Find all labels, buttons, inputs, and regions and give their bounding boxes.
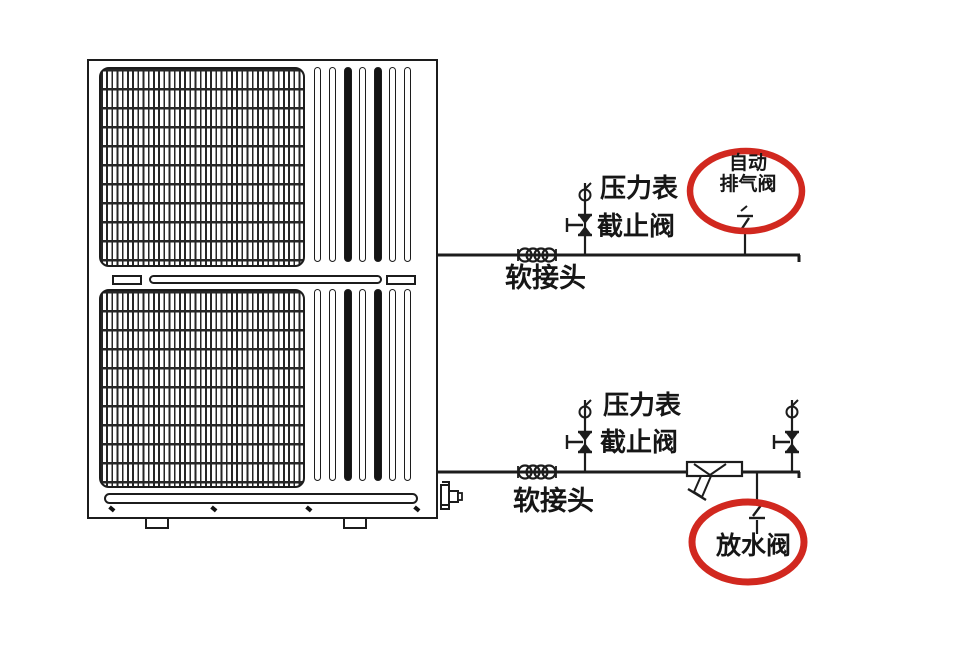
- highlight-circle-drain-valve: [688, 498, 808, 586]
- bottom-flex-joint-label: 软接头: [513, 486, 594, 517]
- highlight-circle-auto-vent: [686, 147, 806, 235]
- auto-vent-valve-label-line1: 自动: [728, 152, 767, 174]
- vent-slot: [374, 289, 382, 481]
- mid-clip-left: [112, 275, 142, 285]
- base-rail: [104, 493, 418, 504]
- vent-slot: [329, 289, 336, 481]
- vent-slot: [314, 289, 321, 481]
- vent-slot: [374, 67, 382, 262]
- bottom-stop-valve-label: 截止阀: [600, 428, 679, 458]
- pressure-gauge-stop-valve-icon: [565, 181, 594, 257]
- mid-handle-bar: [149, 275, 382, 284]
- grille-panel-bottom: [99, 289, 305, 488]
- vent-slot: [389, 289, 396, 481]
- drain-valve-label: 放水阀: [716, 531, 792, 560]
- bottom-pressure-gauge-label: 压力表: [603, 391, 682, 421]
- top-pipe: [437, 253, 801, 262]
- vent-slot: [329, 67, 336, 262]
- vent-slot: [344, 289, 352, 481]
- outdoor-unit-cabinet: [87, 59, 438, 519]
- top-pressure-gauge-label: 压力表: [600, 174, 679, 204]
- auto-vent-valve-label-line2: 排气阀: [719, 173, 777, 195]
- unit-foot-right: [343, 517, 367, 529]
- auto-vent-valve-label: 自动 排气阀: [696, 153, 800, 195]
- vent-slot: [314, 67, 321, 262]
- vent-slot: [404, 289, 411, 481]
- top-flex-joint-label: 软接头: [505, 263, 586, 294]
- top-stop-valve-label: 截止阀: [597, 212, 676, 242]
- bottom-pipe: [437, 470, 801, 478]
- vent-slot: [389, 67, 396, 262]
- y-strainer-icon: [685, 460, 744, 502]
- vent-slot: [359, 289, 366, 481]
- grille-panel-top: [99, 67, 305, 267]
- unit-foot-left: [145, 517, 169, 529]
- mid-clip-right: [386, 275, 416, 285]
- drain-fitting-icon: [440, 481, 463, 510]
- pressure-gauge-stop-valve-icon: [772, 398, 801, 474]
- vent-slot: [359, 67, 366, 262]
- vent-slot: [344, 67, 352, 262]
- pressure-gauge-stop-valve-icon: [565, 398, 594, 474]
- vent-slot: [404, 67, 411, 262]
